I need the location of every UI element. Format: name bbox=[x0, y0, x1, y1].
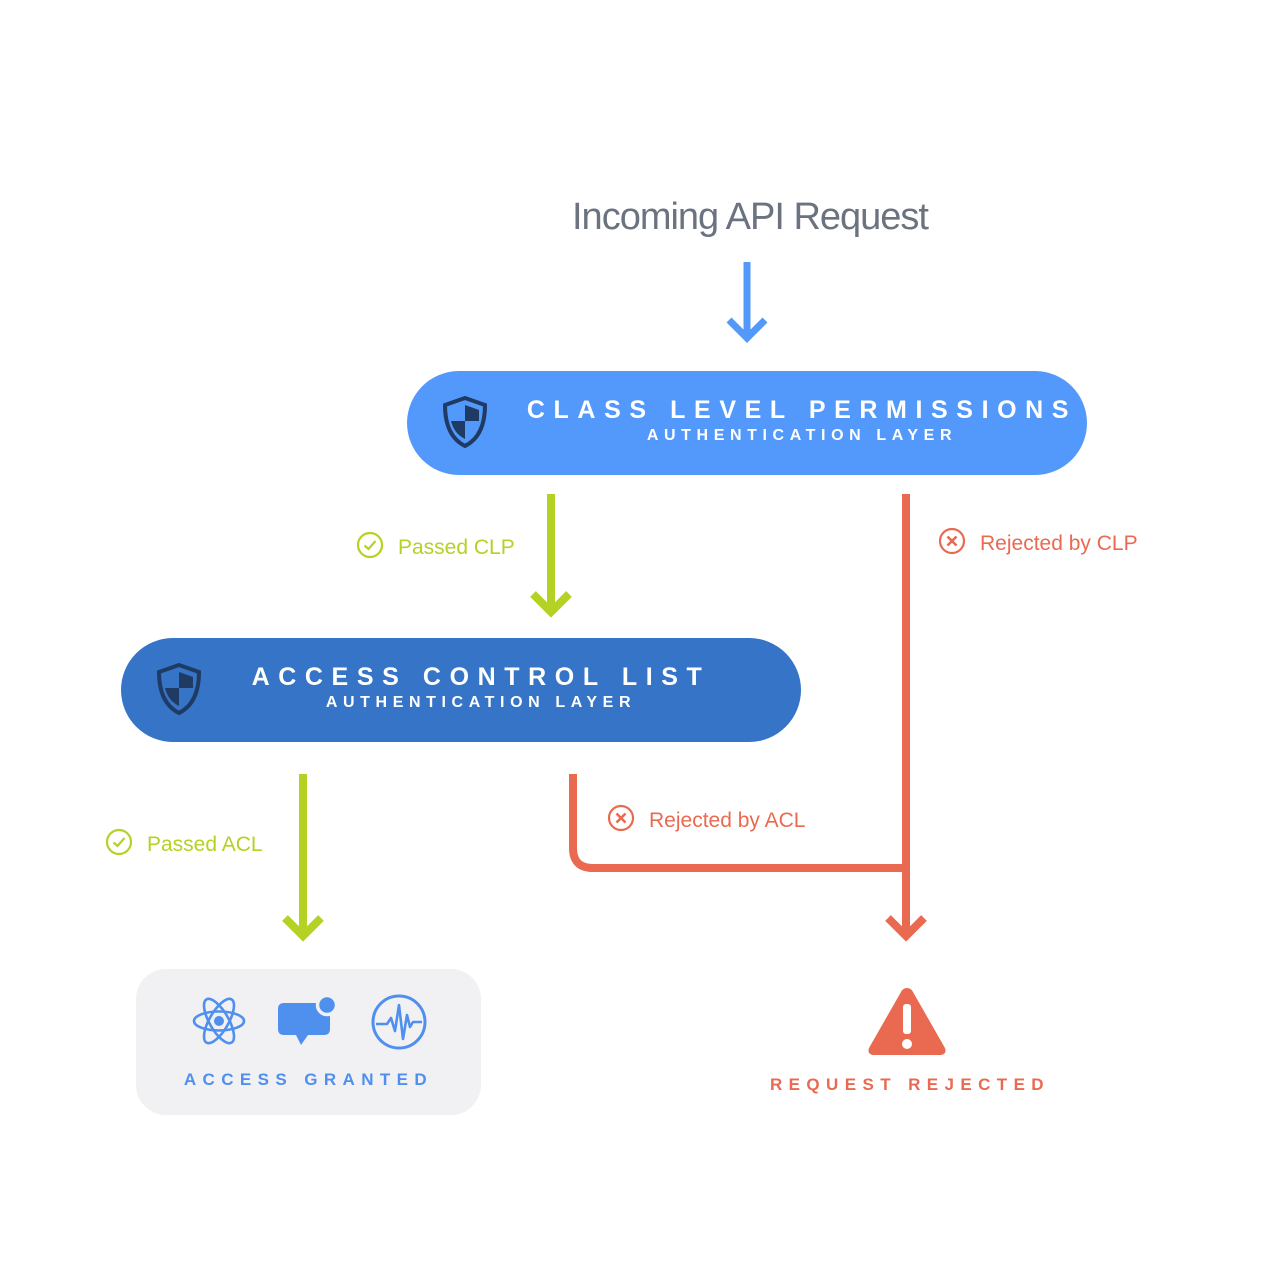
arrow-passed-acl bbox=[282, 774, 324, 942]
arrow-rejected-clp bbox=[885, 494, 927, 942]
access-granted-box: ACCESS GRANTED bbox=[136, 969, 481, 1115]
rejected-clp-label: Rejected by CLP bbox=[980, 532, 1138, 555]
rejected-acl-label: Rejected by ACL bbox=[649, 809, 806, 832]
rejected-acl-label-group: Rejected by ACL bbox=[607, 804, 805, 838]
passed-clp-label: Passed CLP bbox=[398, 536, 515, 559]
atom-icon bbox=[192, 993, 246, 1054]
check-circle-icon bbox=[356, 531, 384, 565]
clp-layer-box: CLASS LEVEL PERMISSIONS AUTHENTICATION L… bbox=[407, 371, 1087, 475]
x-circle-icon bbox=[938, 527, 966, 561]
request-rejected-label: REQUEST REJECTED bbox=[770, 1075, 1050, 1094]
waveform-icon bbox=[370, 993, 428, 1056]
arrow-rejected-acl bbox=[569, 774, 906, 872]
clp-layer-subtitle: AUTHENTICATION LAYER bbox=[646, 427, 958, 444]
passed-acl-label: Passed ACL bbox=[147, 833, 263, 856]
warning-icon bbox=[865, 984, 949, 1063]
arrow-incoming bbox=[726, 262, 768, 343]
incoming-request-title: Incoming API Request bbox=[572, 196, 929, 238]
acl-layer-subtitle: AUTHENTICATION LAYER bbox=[325, 694, 637, 711]
acl-layer-box: ACCESS CONTROL LIST AUTHENTICATION LAYER bbox=[121, 638, 801, 742]
arrow-passed-clp bbox=[530, 494, 572, 618]
passed-clp-label-group: Passed CLP bbox=[356, 531, 515, 565]
check-circle-icon bbox=[105, 828, 133, 862]
shield-icon bbox=[155, 662, 203, 721]
rejected-clp-label-group: Rejected by CLP bbox=[938, 527, 1138, 561]
clp-layer-title: CLASS LEVEL PERMISSIONS bbox=[526, 396, 1078, 424]
chat-notification-icon bbox=[276, 993, 339, 1054]
access-granted-label: ACCESS GRANTED bbox=[183, 1070, 434, 1089]
passed-acl-label-group: Passed ACL bbox=[105, 828, 263, 862]
x-circle-icon bbox=[607, 804, 635, 838]
shield-icon bbox=[441, 395, 489, 454]
acl-layer-title: ACCESS CONTROL LIST bbox=[251, 663, 711, 691]
